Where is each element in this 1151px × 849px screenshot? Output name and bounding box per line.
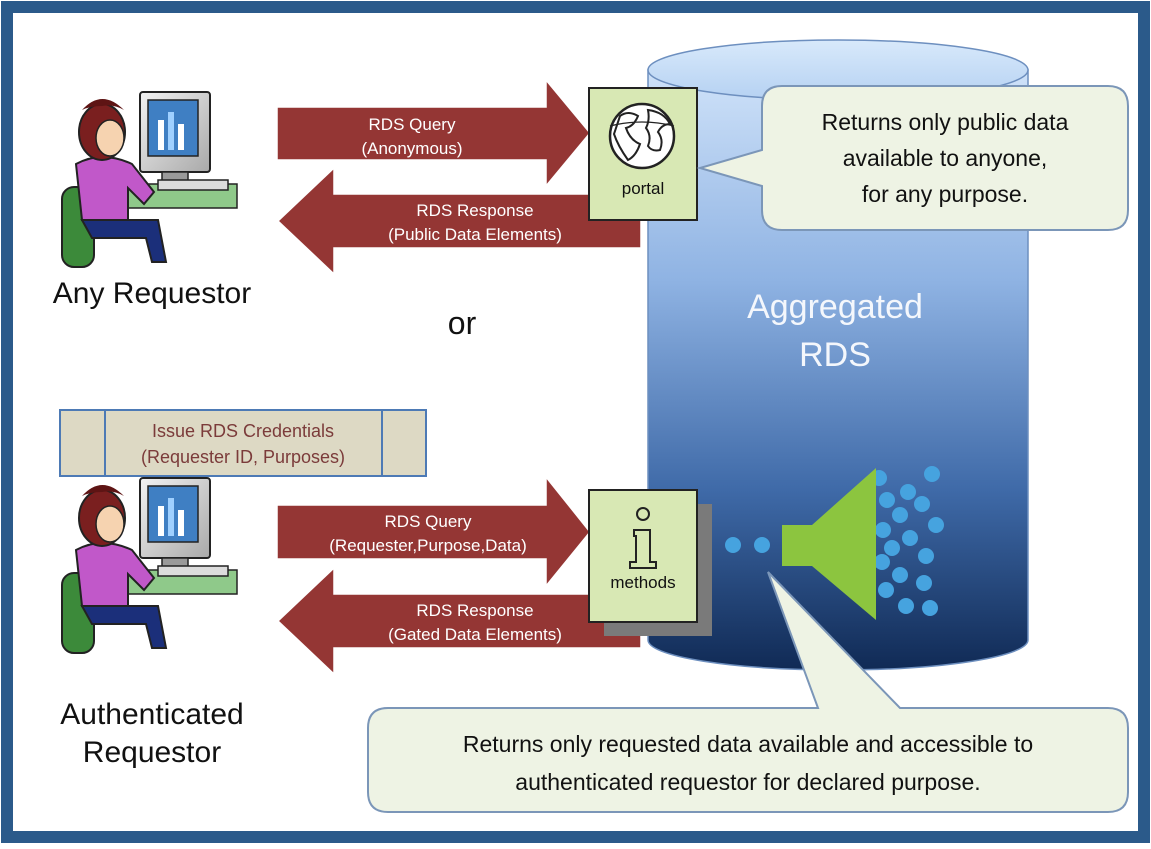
database-label-line1: Aggregated [747,288,923,326]
rds-query-anonymous-arrow: RDS Query (Anonymous) [276,77,591,189]
query-authenticated-line1: RDS Query [385,512,472,531]
public-data-callout: Returns only public data available to an… [696,85,1129,231]
any-requestor-label: Any Requestor [53,277,251,310]
gated-callout-line1: Returns only requested data available an… [463,731,1033,757]
gated-callout-line2: authenticated requestor for declared pur… [515,769,980,795]
response-public-line2: (Public Data Elements) [388,225,562,244]
credentials-line2: (Requester ID, Purposes) [141,447,345,467]
portal-label: portal [622,179,665,198]
rds-response-public-arrow: RDS Response (Public Data Elements) [276,166,642,276]
response-public-line1: RDS Response [416,201,533,220]
or-label: or [448,305,477,341]
authenticated-requestor-label-line1: Authenticated [60,698,243,731]
portal-box: portal [588,87,698,221]
public-callout-line3: for any purpose. [862,181,1028,207]
gated-data-callout: Returns only requested data available an… [367,571,1129,813]
methods-label: methods [610,573,675,592]
authenticated-requestor-label-line2: Requestor [83,736,221,769]
database-label-line2: RDS [799,336,871,374]
query-authenticated-line2: (Requester,Purpose,Data) [329,536,527,555]
response-gated-line1: RDS Response [416,601,533,620]
credentials-line1: Issue RDS Credentials [152,421,334,441]
filter-funnel-icon [725,466,944,620]
issue-credentials-box: Issue RDS Credentials (Requester ID, Pur… [59,409,427,477]
query-anonymous-line2: (Anonymous) [361,139,462,158]
globe-icon [608,102,676,170]
public-callout-line1: Returns only public data [822,109,1069,135]
info-icon [629,507,657,569]
rds-response-gated-arrow: RDS Response (Gated Data Elements) [276,566,642,676]
public-callout-line2: available to anyone, [843,145,1048,171]
methods-box: methods [588,489,712,636]
query-anonymous-line1: RDS Query [369,115,456,134]
rds-query-authenticated-arrow: RDS Query (Requester,Purpose,Data) [276,474,591,589]
response-gated-line2: (Gated Data Elements) [388,625,562,644]
